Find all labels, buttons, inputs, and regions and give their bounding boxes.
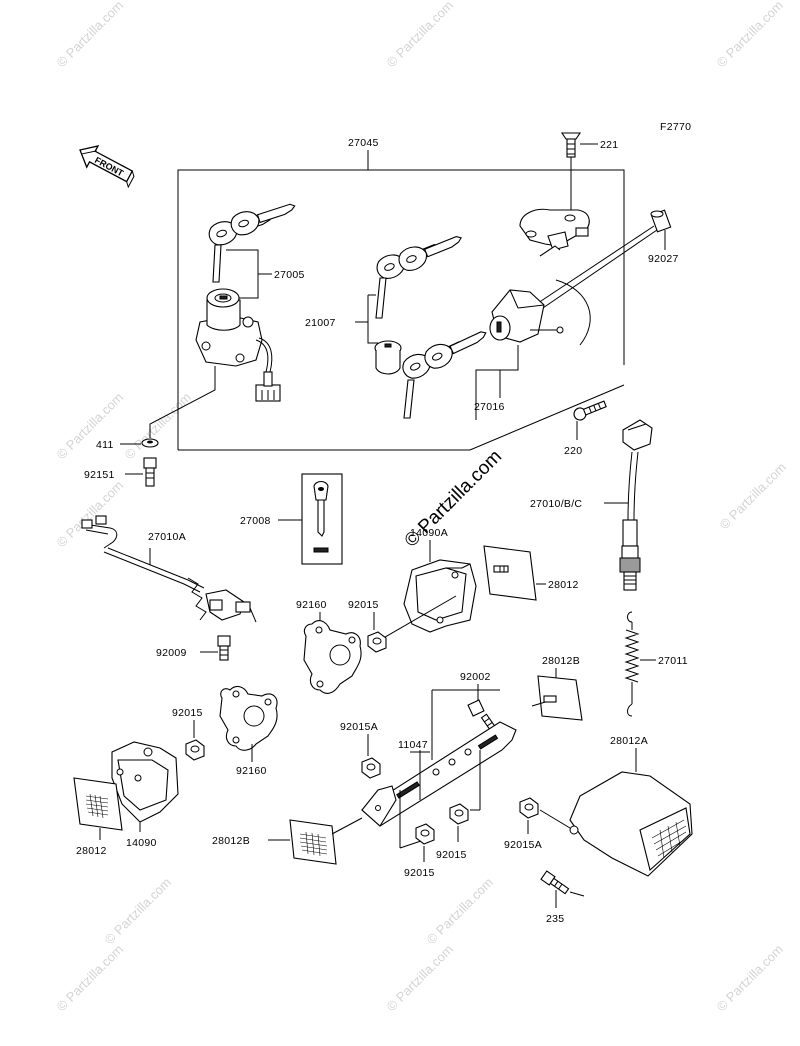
label-28012-bottom: 28012 [76, 845, 107, 857]
key-set-27005: 27005 [208, 203, 305, 299]
watermark-right-upper: © Partzilla.com [717, 460, 790, 533]
label-92160-bottom: 92160 [236, 765, 267, 777]
label-92015a-right: 92015A [504, 839, 542, 851]
watermarks: © Partzilla.com © Partzilla.com © Partzi… [54, 0, 790, 1014]
label-28012-top: 28012 [548, 579, 579, 591]
key-set-21007: 21007 [305, 235, 462, 375]
screw-221: 221 [560, 132, 618, 210]
gasket-92160-bottom: 92160 [219, 685, 278, 777]
seat-lock-27016: 27016 [474, 279, 591, 420]
label-92015-mid: 92015 [348, 599, 379, 611]
label-220: 220 [564, 445, 582, 457]
label-92015-bottom-2: 92015 [436, 849, 467, 861]
label-92015-left: 92015 [172, 707, 203, 719]
label-14090: 14090 [126, 837, 157, 849]
label-14090a: 14090A [410, 527, 448, 539]
label-92002: 92002 [460, 671, 491, 683]
label-221: 221 [600, 139, 618, 151]
reflector-28012b-top: 28012B [531, 655, 583, 721]
label-92151: 92151 [84, 469, 115, 481]
bolt-92002: 92002 [460, 671, 499, 735]
nut-92015-bottom-1: 92015 [404, 823, 435, 879]
set-bracket-27045: 27045 [177, 137, 625, 451]
label-27008: 27008 [240, 515, 271, 527]
bolt-92151: 92151 [84, 457, 157, 487]
watermark-inner-top-left: © Partzilla.com [122, 390, 195, 463]
key-blank-27008: 27008 [240, 473, 343, 565]
gasket-92160-top: 92160 [296, 599, 362, 694]
label-92160-top: 92160 [296, 599, 327, 611]
label-27010bc: 27010/B/C [530, 498, 582, 510]
reflector-28012-top: 28012 [483, 545, 579, 601]
label-11047: 11047 [398, 739, 428, 751]
screw-220: 220 [564, 400, 607, 457]
watermark-top-mid: © Partzilla.com [384, 0, 457, 70]
nut-92015-mid: 92015 [348, 599, 387, 653]
lock-bracket [519, 208, 590, 257]
watermark-top-right: © Partzilla.com [714, 0, 787, 70]
label-28012b-top: 28012B [542, 655, 580, 667]
washer-411: 411 [96, 438, 159, 451]
watermark-bottom-right: © Partzilla.com [714, 942, 787, 1015]
label-92009: 92009 [156, 647, 187, 659]
label-27010a: 27010A [148, 531, 186, 543]
watermark-inner-right: © Partzilla.com [424, 875, 497, 948]
collar-92027: 92027 [534, 209, 679, 311]
nut-92015-bottom-2: 92015 [436, 803, 469, 861]
label-92015a-mid: 92015A [340, 721, 378, 733]
reflector-28012-bottom: 28012 [73, 777, 123, 857]
nut-92015a-mid: 92015A [340, 721, 381, 779]
reflector-28012b-bottom: 28012B [212, 817, 363, 865]
watermark-top-left: © Partzilla.com [54, 0, 127, 70]
label-235: 235 [546, 913, 564, 925]
label-27045: 27045 [348, 137, 379, 149]
label-27016: 27016 [474, 401, 505, 413]
label-28012b-bottom: 28012B [212, 835, 250, 847]
label-411: 411 [96, 439, 114, 451]
ignition-switch [149, 288, 281, 438]
watermark-inner-left: © Partzilla.com [102, 875, 175, 948]
key-set-27016 [402, 331, 487, 419]
figure-code: F2770 [660, 121, 691, 133]
switch-27010a: 27010A [81, 515, 257, 623]
bracket-14090: 14090 [111, 741, 179, 849]
watermark-bottom-left: © Partzilla.com [54, 942, 127, 1015]
label-27005: 27005 [274, 269, 305, 281]
lamp-28012a: 28012A [569, 735, 693, 877]
nut-92015a-right: 92015A [504, 797, 571, 851]
label-92027: 92027 [648, 253, 679, 265]
spring-27011: 27011 [624, 611, 688, 717]
watermark-left-upper: © Partzilla.com [54, 390, 127, 463]
label-28012a: 28012A [610, 735, 648, 747]
label-21007: 21007 [305, 317, 336, 329]
switch-27010bc: 27010/B/C [530, 419, 653, 591]
front-arrow-icon: FRONT [79, 145, 135, 189]
bolt-235: 235 [540, 870, 585, 925]
watermark-bottom-mid: © Partzilla.com [384, 942, 457, 1015]
nut-92015-left: 92015 [172, 707, 205, 761]
bolt-92009: 92009 [156, 635, 231, 661]
label-27011: 27011 [658, 655, 688, 667]
label-92015-bottom-1: 92015 [404, 867, 435, 879]
bracket-11047: 11047 [361, 689, 517, 849]
bracket-14090a: 14090A [379, 527, 477, 641]
